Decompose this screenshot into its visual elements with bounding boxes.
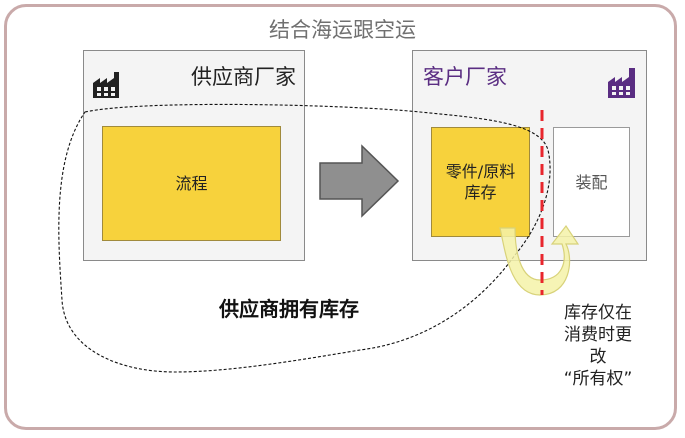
ownership-note: 库存仅在 消费时更 改 “所有权” [563, 303, 633, 389]
diagram-caption: 供应商拥有库存 [219, 297, 359, 321]
inventory-box: 零件/原料 库存 [431, 127, 530, 237]
factory-icon-purple [608, 68, 635, 98]
ownership-boundary [58, 103, 551, 373]
curved-arrow-icon [499, 224, 580, 296]
supplier-factory-label: 供应商厂家 [191, 65, 296, 89]
assembly-box: 装配 [553, 127, 630, 237]
assembly-label: 装配 [575, 172, 608, 192]
process-box: 流程 [102, 126, 281, 241]
customer-factory-label: 客户厂家 [423, 65, 507, 89]
diagram-title: 结合海运跟空运 [269, 18, 416, 42]
inventory-label: 零件/原料 库存 [445, 162, 516, 202]
right-arrow-icon [319, 144, 400, 218]
factory-icon [93, 72, 119, 98]
process-label: 流程 [175, 174, 208, 193]
